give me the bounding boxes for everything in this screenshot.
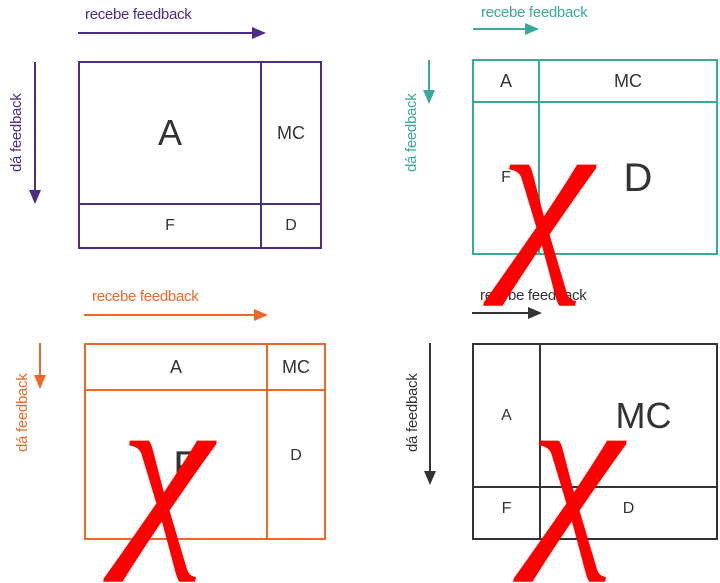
- cell-MC: MC: [282, 356, 310, 377]
- receives-feedback-label: recebe feedback: [481, 4, 588, 21]
- cell-D: D: [290, 447, 302, 464]
- receives-feedback-label: recebe feedback: [85, 6, 192, 23]
- receives-feedback-label: recebe feedback: [92, 288, 199, 305]
- gives-feedback-label: dá feedback: [14, 373, 31, 452]
- cell-MC: MC: [615, 394, 672, 436]
- gives-feedback-label: dá feedback: [8, 93, 25, 172]
- gives-feedback-arrow: [423, 60, 435, 104]
- gives-feedback-arrow: [34, 343, 46, 389]
- cell-F: F: [165, 217, 175, 234]
- cell-F: F: [501, 169, 511, 186]
- gives-feedback-label: dá feedback: [403, 93, 420, 172]
- cell-F: F: [173, 441, 199, 489]
- cell-A: A: [499, 70, 512, 91]
- johari-window-box: [472, 343, 718, 540]
- gives-feedback-label: dá feedback: [404, 373, 421, 452]
- cell-MC: MC: [277, 122, 305, 143]
- johari-window-box: [472, 59, 718, 255]
- cell-F: F: [501, 500, 512, 517]
- cell-MC: MC: [614, 70, 642, 91]
- receives-feedback-arrow: [78, 27, 266, 39]
- gives-feedback-arrow: [424, 343, 436, 485]
- johari-window-box: [84, 343, 326, 540]
- cell-A: A: [501, 406, 512, 424]
- gives-feedback-arrow: [29, 62, 41, 204]
- cell-A: A: [169, 356, 182, 377]
- cell-A: A: [157, 112, 182, 153]
- receives-feedback-arrow: [473, 23, 539, 35]
- cell-D: D: [622, 500, 635, 517]
- cell-D: D: [623, 155, 653, 200]
- johari-window-box: [78, 61, 322, 249]
- receives-feedback-label: recebe feedback: [480, 287, 587, 304]
- cell-D: D: [285, 217, 297, 234]
- receives-feedback-arrow: [472, 307, 542, 319]
- receives-feedback-arrow: [84, 309, 268, 321]
